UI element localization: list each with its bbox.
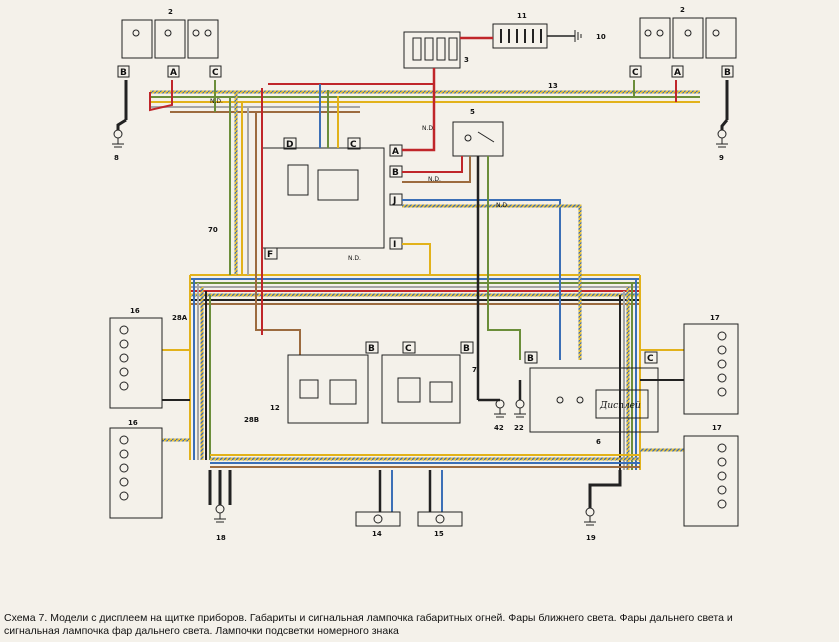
conn-a-left: A [170, 68, 177, 78]
switch-block-4: D C A B J I F [261, 137, 403, 260]
plate-lamp-15: 15 [417, 511, 463, 538]
caption-line-1: Схема 7. Модели с дисплеем на щитке приб… [4, 612, 733, 624]
headlamp-left: 2 B A C [117, 8, 222, 78]
nd-label-3: N.D. [428, 176, 441, 183]
label-28b: 28B [244, 416, 259, 424]
label-10: 10 [596, 33, 606, 41]
label-17-bottom: 17 [712, 424, 722, 432]
label-12: 12 [270, 404, 280, 412]
label-22: 22 [514, 424, 524, 432]
lamp-group-17-bottom: 17 [683, 424, 739, 527]
nd-label-2: N.D. [422, 125, 435, 132]
conn-b-7: B [463, 344, 470, 354]
conn-a-4: A [392, 147, 399, 157]
wiring-diagram: 2 B A C 2 C A B 3 11 10 5 [109, 6, 739, 542]
display-label: Дисплей [599, 401, 641, 411]
label-16-bottom: 16 [128, 419, 138, 427]
conn-b-6: B [527, 354, 534, 364]
figure-caption: Схема 7. Модели с дисплеем на щитке приб… [4, 612, 834, 638]
label-8: 8 [114, 154, 119, 162]
label-28a: 28A [172, 314, 188, 322]
label-6: 6 [596, 438, 601, 446]
conn-b-right: B [724, 68, 731, 78]
label-17-top: 17 [710, 314, 720, 322]
relay-12: B 12 [270, 341, 379, 424]
lamp-group-16-bottom: 16 [109, 419, 163, 519]
conn-b-4: B [392, 168, 399, 178]
headlamp-right: 2 C A B [629, 6, 737, 78]
label-19: 19 [586, 534, 596, 542]
conn-b-12: B [368, 344, 375, 354]
label-5: 5 [470, 108, 475, 116]
fuse-box: 3 [403, 31, 469, 69]
label-70: 70 [208, 226, 218, 234]
label-18: 18 [216, 534, 226, 542]
ground-symbols [112, 129, 728, 526]
battery: 11 10 [492, 12, 606, 49]
conn-b-left: B [120, 68, 127, 78]
conn-c-4: C [350, 140, 357, 150]
conn-d: D [286, 140, 293, 150]
label-11: 11 [517, 12, 527, 20]
conn-a-right: A [674, 68, 681, 78]
nd-label-1: N.D. [210, 98, 223, 105]
conn-c-6: C [647, 354, 654, 364]
label-3: 3 [464, 56, 469, 64]
conn-f: F [267, 250, 273, 260]
label-13: 13 [548, 82, 558, 90]
label-16-top: 16 [130, 307, 140, 315]
label-7: 7 [472, 366, 477, 374]
conn-c-right: C [632, 68, 639, 78]
label-14: 14 [372, 530, 382, 538]
relay-7: C B 7 [381, 341, 477, 424]
label-2-left: 2 [168, 8, 173, 16]
caption-line-2: сигнальная лампочка фар дальнего света. … [4, 625, 399, 637]
nd-label-5: N.D. [348, 255, 361, 262]
conn-i: I [393, 240, 396, 250]
lamp-group-16-top: 16 [109, 307, 163, 409]
conn-j: J [392, 196, 396, 206]
label-15: 15 [434, 530, 444, 538]
instrument-display: Дисплей B C 6 [524, 351, 659, 446]
lamp-group-17-top: 17 [683, 314, 739, 415]
conn-c-left: C [212, 68, 219, 78]
label-2-right: 2 [680, 6, 685, 14]
light-switch-5: 5 [452, 108, 504, 157]
conn-c-7: C [405, 344, 412, 354]
plate-lamp-14: 14 [355, 511, 401, 538]
wire-harness [116, 68, 729, 512]
label-9: 9 [719, 154, 724, 162]
nd-label-4: N.D. [496, 202, 509, 209]
label-42: 42 [494, 424, 504, 432]
